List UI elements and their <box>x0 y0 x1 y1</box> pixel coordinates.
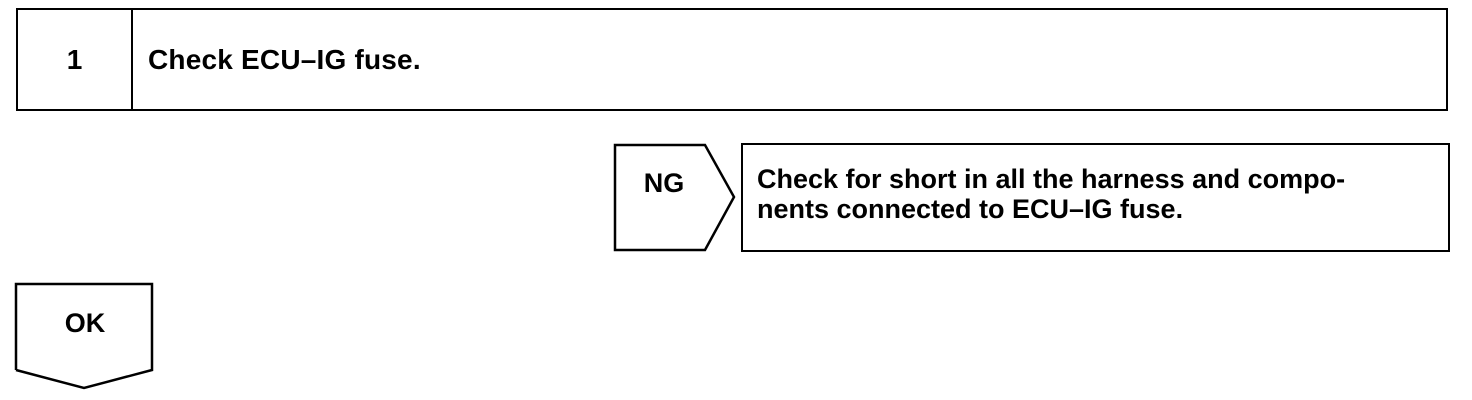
ng-action-box: Check for short in all the harness and c… <box>741 143 1450 252</box>
step-box: 1 Check ECU–IG fuse. <box>16 8 1448 111</box>
ng-action-line-1: Check for short in all the harness and c… <box>757 164 1346 194</box>
ng-action-line-2: nents connected to ECU–IG fuse. <box>757 194 1184 224</box>
ng-label: NG <box>643 168 685 198</box>
step-title: Check ECU–IG fuse. <box>148 43 421 75</box>
ok-label: OK <box>64 308 106 338</box>
step-number: 1 <box>18 10 133 109</box>
